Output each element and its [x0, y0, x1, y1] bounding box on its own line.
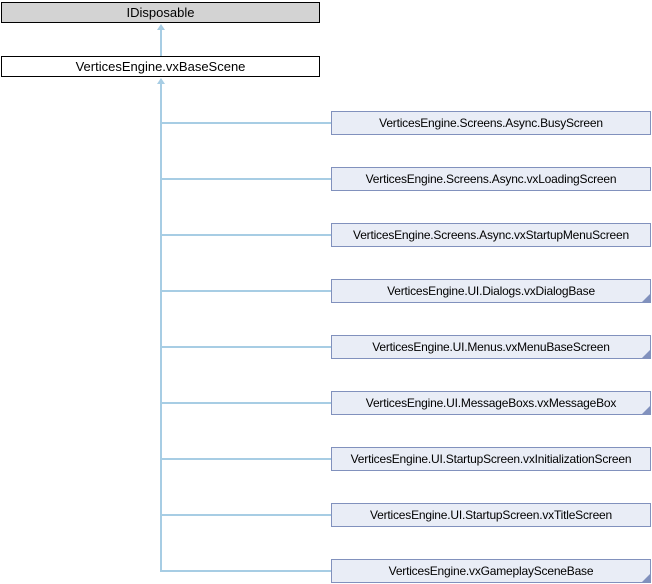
class-box[interactable]: VerticesEngine.Screens.Async.vxLoadingSc… — [331, 167, 651, 191]
class-box[interactable]: VerticesEngine.UI.StartupScreen.vxInitia… — [331, 447, 651, 471]
class-label: VerticesEngine.UI.StartupScreen.vxInitia… — [350, 452, 632, 466]
class-label: VerticesEngine.UI.StartupScreen.vxTitleS… — [369, 508, 612, 522]
class-box[interactable]: VerticesEngine.UI.Dialogs.vxDialogBase — [331, 279, 651, 303]
class-box-vxbasescene: VerticesEngine.vxBaseScene — [1, 56, 320, 77]
folded-corner-icon — [642, 406, 650, 414]
inheritance-edge — [160, 570, 331, 572]
inheritance-edge — [160, 346, 331, 348]
class-box[interactable]: VerticesEngine.Screens.Async.BusyScreen — [331, 111, 651, 135]
class-box[interactable]: VerticesEngine.UI.MessageBoxs.vxMessageB… — [331, 391, 651, 415]
class-label: VerticesEngine.Screens.Async.vxStartupMe… — [353, 228, 629, 242]
class-label: VerticesEngine.UI.Dialogs.vxDialogBase — [387, 284, 595, 298]
folded-corner-icon — [642, 294, 650, 302]
inheritance-edge — [160, 28, 162, 56]
class-box[interactable]: VerticesEngine.UI.StartupScreen.vxTitleS… — [331, 503, 651, 527]
inheritance-edge — [160, 122, 331, 124]
class-box[interactable]: VerticesEngine.UI.Menus.vxMenuBaseScreen — [331, 335, 651, 359]
class-label: VerticesEngine.UI.Menus.vxMenuBaseScreen — [372, 340, 610, 354]
arrow-up-icon — [157, 78, 165, 84]
class-label: VerticesEngine.Screens.Async.BusyScreen — [379, 116, 603, 130]
inheritance-edge — [160, 290, 331, 292]
class-box[interactable]: VerticesEngine.Screens.Async.vxStartupMe… — [331, 223, 651, 247]
folded-corner-icon — [642, 350, 650, 358]
class-label: VerticesEngine.vxBaseScene — [75, 59, 246, 74]
inheritance-edge — [160, 514, 331, 516]
class-box-idisposable: IDisposable — [1, 2, 320, 23]
class-label: VerticesEngine.vxGameplaySceneBase — [388, 564, 594, 578]
inheritance-edge — [160, 178, 331, 180]
class-box[interactable]: VerticesEngine.vxGameplaySceneBase — [331, 559, 651, 583]
class-label: IDisposable — [126, 5, 195, 20]
inheritance-edge — [160, 458, 331, 460]
arrow-up-icon — [157, 24, 165, 30]
inheritance-edge-trunk — [160, 82, 162, 572]
folded-corner-icon — [642, 574, 650, 582]
inheritance-edge — [160, 234, 331, 236]
class-label: VerticesEngine.UI.MessageBoxs.vxMessageB… — [365, 396, 617, 410]
class-label: VerticesEngine.Screens.Async.vxLoadingSc… — [365, 172, 617, 186]
inheritance-edge — [160, 402, 331, 404]
